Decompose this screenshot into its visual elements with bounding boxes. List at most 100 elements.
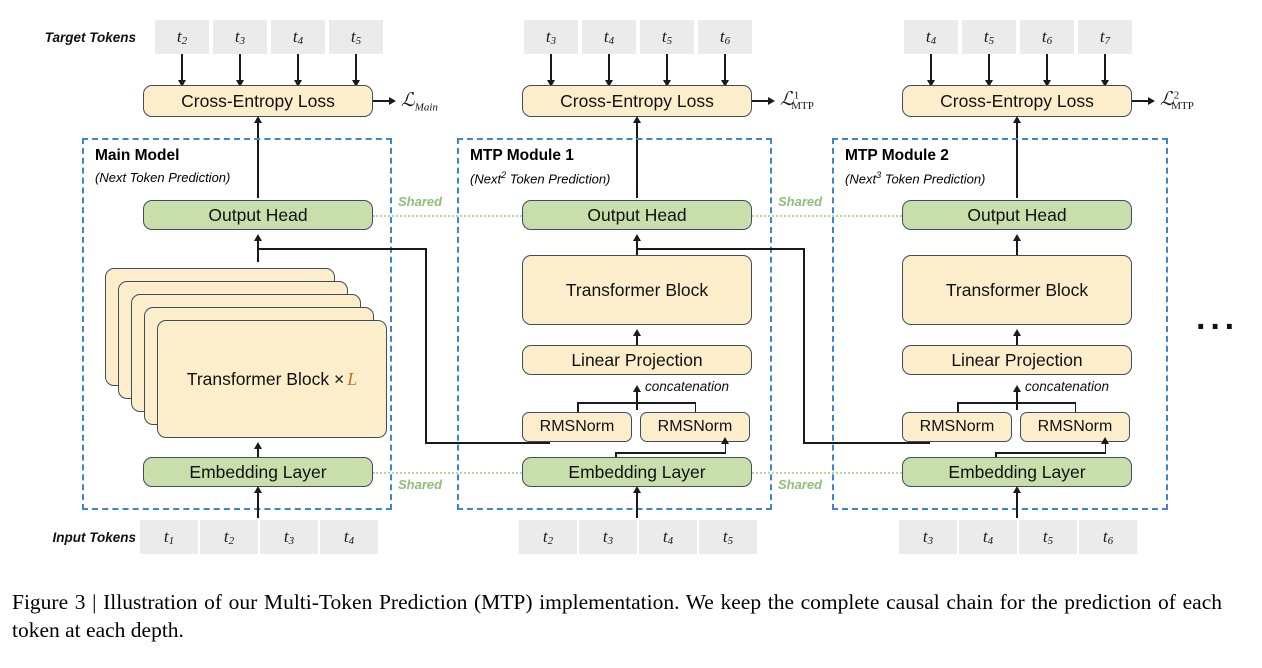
ce-input-arrow: [632, 116, 641, 123]
embedding-layer-main-model[interactable]: Embedding Layer: [143, 457, 373, 487]
shared-label-output-head-2: Shared: [778, 194, 823, 209]
target-arrow-head: [720, 80, 729, 87]
loss-label-main: ℒMain: [401, 90, 438, 114]
shared-label-embedding-1: Shared: [398, 477, 443, 492]
module-container-mtp-1: [457, 138, 772, 510]
rmsnorm-left-mtp-2[interactable]: RMSNorm: [902, 412, 1012, 442]
module-title-mtp-2: MTP Module 2: [845, 147, 949, 164]
module-title-main-model: Main Model: [95, 147, 180, 164]
transformer-block-mtp-1[interactable]: Transformer Block: [522, 255, 752, 325]
concat-right-drop-mtp2: [1074, 402, 1077, 414]
linear-to-transformer-arrow-mtp1: [632, 329, 641, 336]
input-token-cell: t2: [519, 520, 577, 554]
rmsnorm-right-mtp-1[interactable]: RMSNorm: [640, 412, 750, 442]
target-arrow-head: [177, 80, 186, 87]
input-token-cell: t6: [1079, 520, 1137, 554]
input-token-cell: t3: [260, 520, 318, 554]
output-head-input-line: [1016, 240, 1018, 262]
rmsnorm-left-mtp-1[interactable]: RMSNorm: [522, 412, 632, 442]
target-arrow-head: [351, 80, 360, 87]
shared-label-embedding-2: Shared: [778, 477, 823, 492]
module-subtitle-mtp-1: (Next2 Token Prediction): [470, 170, 611, 187]
embedding-layer-mtp-1[interactable]: Embedding Layer: [522, 457, 752, 487]
input-tokens-label: Input Tokens: [52, 529, 137, 545]
target-token-cell: t5: [962, 20, 1016, 54]
target-arrow-head: [926, 80, 935, 87]
linear-to-transformer-line-mtp2: [1016, 335, 1018, 353]
target-arrow-line: [181, 54, 183, 80]
target-token-cell: t5: [329, 20, 383, 54]
input-to-embedding-line: [1016, 492, 1018, 518]
loss-out-arrow: [389, 96, 396, 105]
concat-stem-arrow-mtp1: [632, 385, 641, 392]
embedding-to-rmsnorm-stem-mtp1: [724, 444, 727, 453]
input-token-cell: t3: [899, 520, 957, 554]
target-arrow-head: [984, 80, 993, 87]
module-subtitle-mtp-2: (Next3 Token Prediction): [845, 170, 986, 187]
target-arrow-head: [1100, 80, 1109, 87]
concat-left-drop-mtp1: [577, 402, 579, 414]
target-arrow-head: [604, 80, 613, 87]
target-arrow-line: [724, 54, 726, 80]
target-tokens-label: Target Tokens: [44, 29, 136, 45]
loss-out-arrow: [768, 96, 775, 105]
linear-to-transformer-arrow-mtp2: [1012, 329, 1021, 336]
cross-entropy-loss-box[interactable]: Cross-Entropy Loss: [902, 85, 1132, 117]
module-container-main-model: [82, 138, 392, 510]
linear-projection-mtp-1[interactable]: Linear Projection: [522, 345, 752, 375]
residual-wire-main-to-mtp1-top: [257, 248, 426, 250]
concat-bracket-mtp1: [577, 402, 696, 404]
shared-line-embedding-2: [752, 472, 902, 474]
output-head-main-model[interactable]: Output Head: [143, 200, 373, 230]
concat-stem-arrow-mtp2: [1012, 385, 1021, 392]
output-head-mtp-1[interactable]: Output Head: [522, 200, 752, 230]
target-arrow-line: [1104, 54, 1106, 80]
input-token-cell: t4: [959, 520, 1017, 554]
target-token-cell: t6: [698, 20, 752, 54]
target-arrow-head: [235, 80, 244, 87]
input-to-embedding-line: [636, 492, 638, 518]
output-head-input-arrow: [632, 234, 641, 241]
concatenation-label-mtp-1: concatenation: [645, 379, 730, 394]
input-to-embedding-line: [257, 492, 259, 518]
residual-wire-main-to-mtp1-bot: [425, 442, 550, 444]
target-arrow-line: [1046, 54, 1048, 80]
output-head-input-line: [257, 240, 259, 262]
embedding-to-rmsnorm-horz-mtp2: [995, 452, 1106, 454]
input-to-embedding-arrow: [1012, 486, 1021, 493]
target-arrow-line: [666, 54, 668, 80]
output-head-input-line: [636, 240, 638, 262]
concat-left-drop-mtp2: [957, 402, 959, 414]
ellipsis-more-modules: ···: [1196, 308, 1239, 346]
residual-wire-main-to-mtp1-vert: [425, 248, 427, 443]
concatenation-label-mtp-2: concatenation: [1025, 379, 1110, 394]
module-title-mtp-1: MTP Module 1: [470, 147, 574, 164]
input-token-cell: t5: [699, 520, 757, 554]
embedding-to-rmsnorm-horz-mtp1: [615, 452, 726, 454]
shared-line-embedding-1: [373, 472, 522, 474]
target-arrow-line: [608, 54, 610, 80]
cross-entropy-loss-box[interactable]: Cross-Entropy Loss: [143, 85, 373, 117]
rmsnorm-right-mtp-2[interactable]: RMSNorm: [1020, 412, 1130, 442]
input-token-cell: t3: [579, 520, 637, 554]
residual-wire-mtp1-to-mtp2-vert: [803, 248, 805, 443]
cross-entropy-loss-box[interactable]: Cross-Entropy Loss: [522, 85, 752, 117]
module-container-mtp-2: [832, 138, 1168, 510]
embedding-to-rmsnorm-arrow-mtp2: [1101, 437, 1109, 444]
ce-input-line: [636, 122, 638, 198]
target-arrow-head: [546, 80, 555, 87]
concat-bracket-mtp2: [957, 402, 1076, 404]
target-token-cell: t7: [1078, 20, 1132, 54]
transformer-block-mtp-2[interactable]: Transformer Block: [902, 255, 1132, 325]
target-token-cell: t3: [524, 20, 578, 54]
embedding-layer-mtp-2[interactable]: Embedding Layer: [902, 457, 1132, 487]
transformer-block-xL[interactable]: Transformer Block × L: [157, 320, 387, 438]
shared-line-output-head-2: [752, 215, 902, 217]
input-token-cell: t5: [1019, 520, 1077, 554]
linear-projection-mtp-2[interactable]: Linear Projection: [902, 345, 1132, 375]
loss-out-line: [752, 100, 768, 102]
embedding-to-transformer-line: [257, 448, 259, 464]
output-head-input-arrow: [1012, 234, 1021, 241]
output-head-mtp-2[interactable]: Output Head: [902, 200, 1132, 230]
